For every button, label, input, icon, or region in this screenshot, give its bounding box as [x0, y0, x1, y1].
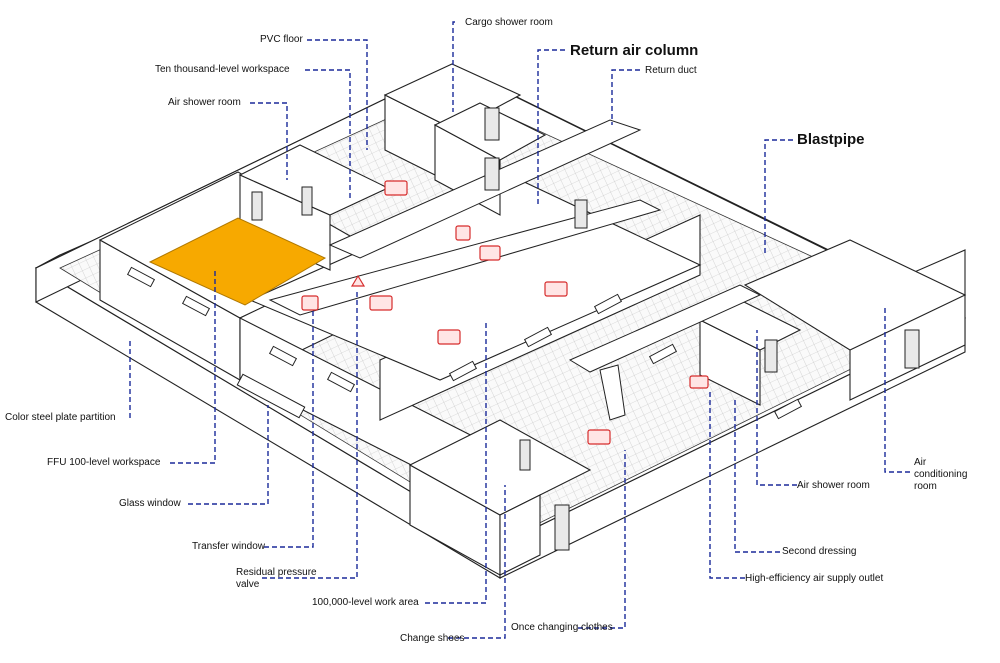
leader-lines [129, 21, 910, 639]
label-blastpipe: Blastpipe [797, 131, 865, 148]
label-ffu-100-level-workspace: FFU 100-level workspace [47, 457, 161, 468]
label-glass-window: Glass window [119, 498, 181, 509]
ffu-units [301, 180, 709, 445]
doors [251, 107, 920, 551]
ffu-100-level-workspace-highlight [148, 217, 327, 306]
label-color-steel-plate-partition: Color steel plate partition [5, 412, 116, 423]
label-high-efficiency-air-supply-outlet: High-efficiency air supply outlet [745, 573, 884, 584]
label-residual-pressure-valve: Residual pressure valve [236, 567, 317, 590]
label-transfer-window: Transfer window [192, 541, 265, 552]
label-air-shower-room-right: Air shower room [797, 480, 870, 491]
label-second-dressing: Second dressing [782, 546, 857, 557]
label-once-changing-clothes: Once changing clothes [511, 622, 613, 633]
label-100000-level-work-area: 100,000-level work area [312, 597, 419, 608]
label-change-shoes: Change shoes [400, 633, 465, 644]
label-cargo-shower-room: Cargo shower room [465, 17, 553, 28]
label-pvc-floor: PVC floor [260, 34, 303, 45]
label-return-duct: Return duct [645, 65, 697, 76]
glass-windows [126, 266, 803, 420]
label-return-air-column: Return air column [570, 42, 699, 59]
label-air-conditioning-room: Air conditioning room [914, 457, 968, 492]
label-air-shower-room-top: Air shower room [168, 97, 241, 108]
label-ten-thousand-level-workspace: Ten thousand-level workspace [155, 64, 290, 75]
